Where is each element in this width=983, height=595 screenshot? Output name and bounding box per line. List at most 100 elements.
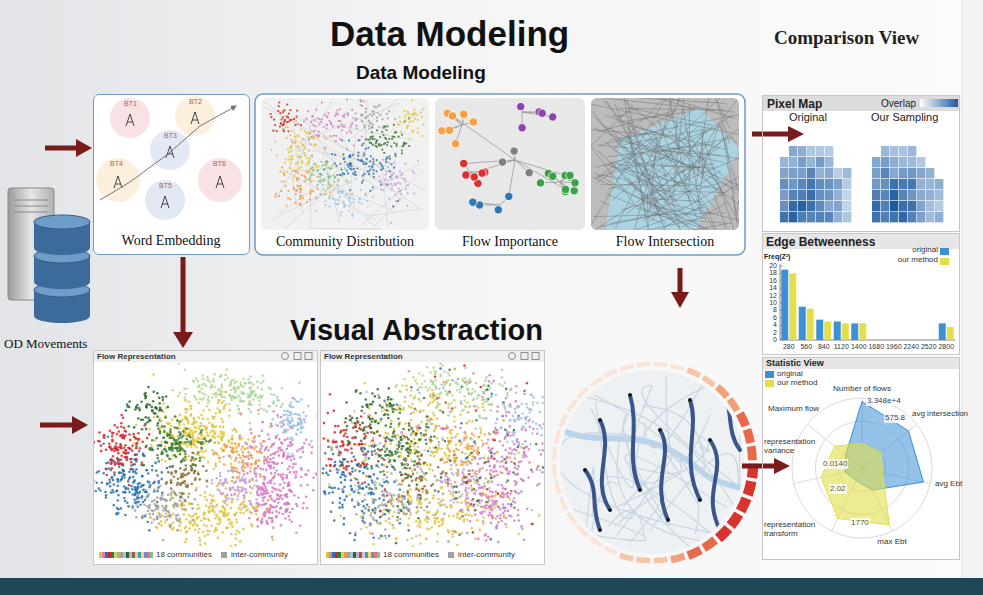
scatter-dot [251, 505, 254, 508]
heat-cell [816, 168, 824, 178]
scatter-dot [300, 484, 303, 487]
trace-line [323, 146, 394, 192]
scatter-dot [393, 136, 395, 138]
flow-line [594, 128, 739, 185]
scatter-dot [376, 170, 378, 172]
scatter-dot [326, 127, 328, 129]
scatter-dot [330, 175, 332, 177]
scatter-dot [179, 529, 182, 532]
scatter-dot [271, 425, 274, 428]
scatter-dot [375, 106, 377, 108]
scatter-dot [289, 511, 292, 514]
scatter-dot [367, 115, 369, 117]
scatter-dot [222, 449, 225, 452]
scatter-dot [394, 153, 396, 155]
scatter-dot [370, 142, 372, 144]
heat-cell [899, 146, 907, 156]
scatter-dot [382, 167, 384, 169]
server-icon [8, 188, 90, 323]
scatter-dot [136, 506, 139, 509]
scatter-dot [284, 119, 286, 121]
scatter-dot [309, 132, 311, 134]
scatter-dot [394, 194, 396, 196]
scatter-dot [301, 447, 304, 450]
scatter-dot [231, 501, 234, 504]
scatter-dot [286, 437, 289, 440]
scatter-dot [250, 523, 253, 526]
heat-cell [926, 190, 934, 200]
scatter-dot [299, 191, 301, 193]
scatter-dot [289, 109, 291, 111]
scatter-dot [380, 181, 382, 183]
scatter-dot [355, 125, 357, 127]
bar [947, 327, 954, 340]
scatter-dot [364, 193, 366, 195]
scatter-dot [235, 430, 238, 433]
scatter-dot [311, 115, 313, 117]
scatter-dot [348, 205, 350, 207]
scatter-dot [326, 124, 328, 126]
scatter-dot [248, 457, 251, 460]
flow-line [619, 108, 725, 110]
scatter-dot [212, 426, 215, 429]
trace-line [291, 131, 334, 161]
scatter-dot [341, 174, 343, 176]
scatter-dot [348, 181, 350, 183]
scatter-dot [135, 424, 138, 427]
scatter-dot [105, 494, 108, 497]
scatter-dot [229, 409, 232, 412]
scatter-dot [242, 512, 245, 515]
bar [939, 323, 946, 340]
heat-cell [908, 157, 916, 167]
scatter-dot [188, 433, 191, 436]
flow-line [725, 136, 738, 229]
scatter-dot [387, 117, 389, 119]
scatter-dot [193, 417, 196, 420]
scatter-dot [198, 433, 201, 436]
scatter-dot [407, 110, 409, 112]
scatter-dot [340, 192, 342, 194]
scatter-dot [313, 119, 315, 121]
scatter-dot [249, 503, 252, 506]
scatter-dot [224, 511, 227, 514]
heat-cell [917, 168, 925, 178]
scatter-dot [327, 181, 329, 183]
scatter-dot [349, 154, 351, 156]
graph-node [460, 111, 468, 119]
scatter-dot [195, 421, 198, 424]
graph-node [469, 198, 477, 206]
bar [799, 307, 806, 340]
scatter-dot [152, 373, 155, 376]
scatter-dot [390, 175, 392, 177]
scatter-dot [365, 117, 367, 119]
scatter-dot [386, 157, 388, 159]
scatter-dot [255, 475, 258, 478]
scatter-dot [265, 469, 268, 472]
scatter-dot [396, 143, 398, 145]
scatter-dot [417, 119, 419, 121]
scatter-dot [346, 132, 348, 134]
scatter-dot [408, 145, 410, 147]
scatter-dot [154, 439, 157, 442]
heat-cell [899, 179, 907, 189]
scatter-dot [211, 449, 214, 452]
scatter-dot [289, 134, 291, 136]
scatter-dot [158, 417, 161, 420]
scatter-dot [160, 520, 163, 523]
scatter-dot [279, 446, 282, 449]
scatter-dot [305, 179, 307, 181]
bar-chart [780, 264, 955, 340]
scatter-dot [390, 183, 392, 185]
scatter-dot [127, 480, 130, 483]
scatter-dot [401, 145, 403, 147]
scatter-dot [160, 524, 163, 527]
scatter-dot [350, 189, 352, 191]
scatter-dot [213, 468, 216, 471]
flow-line [619, 112, 687, 122]
scatter-dot [217, 536, 220, 539]
scatter-dot [263, 462, 266, 465]
scatter-dot [279, 170, 281, 172]
heat-cell [789, 179, 797, 189]
scatter-dot [306, 201, 308, 203]
scatter-dot [349, 198, 351, 200]
